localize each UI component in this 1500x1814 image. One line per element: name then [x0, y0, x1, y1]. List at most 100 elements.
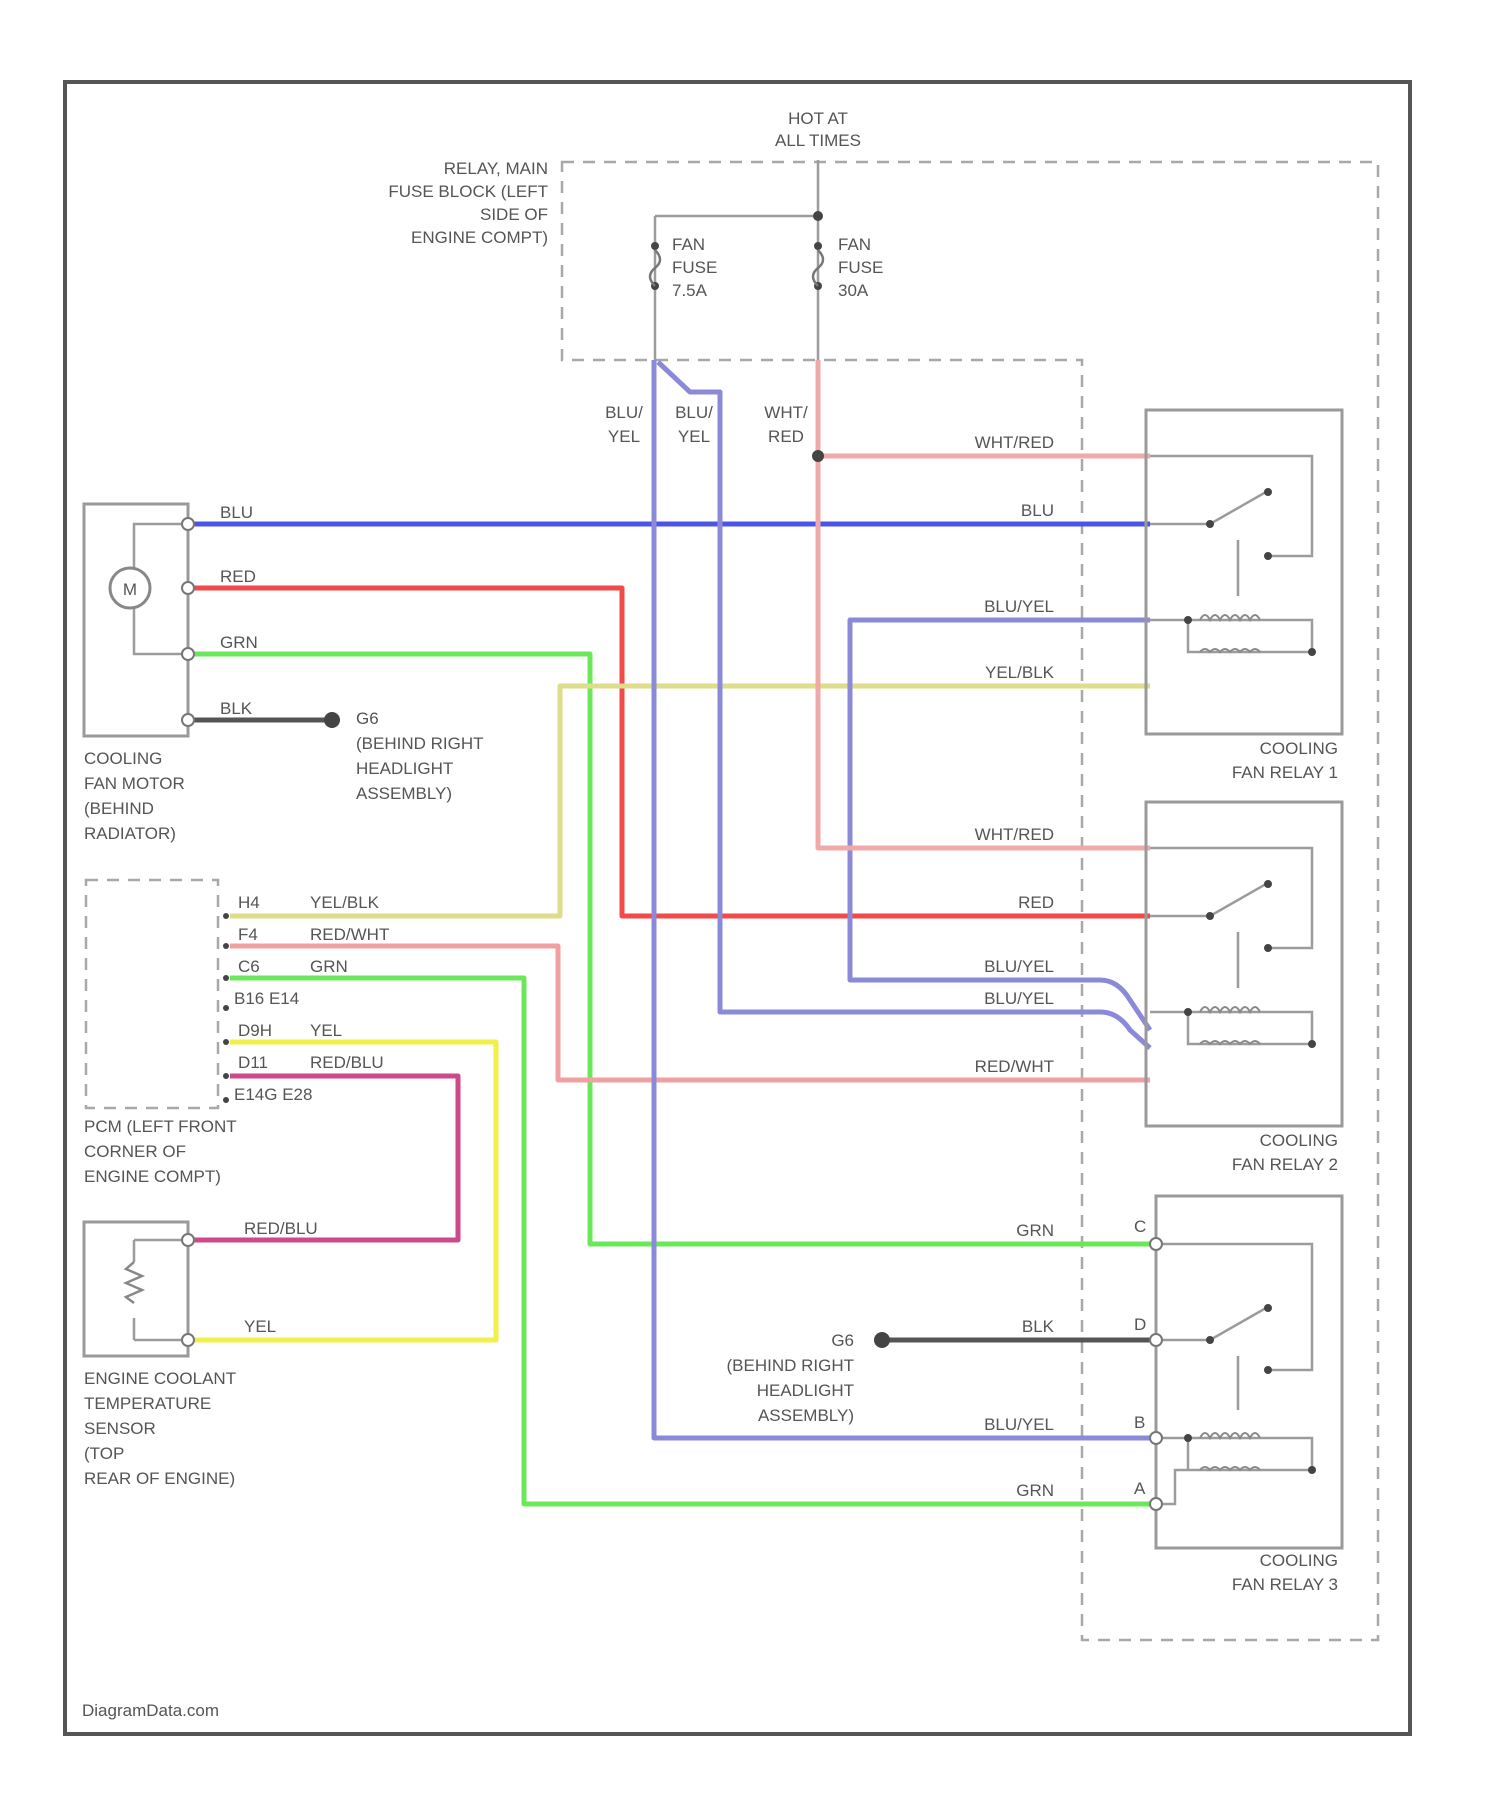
pcm-pin-b16: B16 E14 [234, 989, 299, 1008]
relay-3-ground-dot [874, 1332, 890, 1348]
cooling-fan-relay-1 [1146, 410, 1342, 734]
relay-3-pin-d-label: D [1134, 1315, 1146, 1334]
wire-label-sensor-yel: YEL [244, 1317, 276, 1336]
relay-1-coil-node [1184, 616, 1192, 624]
motor-ground-dot [324, 712, 340, 728]
relay-3-pin-c [1150, 1238, 1162, 1250]
wire-label-r1-blu: BLU [1021, 501, 1054, 520]
pcm-pin-dot [223, 913, 229, 919]
relay-1-coil-node [1308, 648, 1316, 656]
motor-pin-blu [182, 518, 194, 530]
sensor-pin-yel [182, 1334, 194, 1346]
relay-2-contact [1264, 880, 1272, 888]
pcm-wire-c6: GRN [310, 957, 348, 976]
wire-grn-motor [188, 654, 1150, 1244]
relay-1-contact [1264, 552, 1272, 560]
motor-housing [84, 504, 188, 736]
fuse-left-top-dot [651, 242, 659, 250]
wire-label-motor-blu: BLU [220, 503, 253, 522]
wire-label-r3-grn-c: GRN [1016, 1221, 1054, 1240]
wire-label-r1-whtred: WHT/RED [975, 433, 1054, 452]
relay-3-contact [1264, 1366, 1272, 1374]
pcm-pin-h4: H4 [238, 893, 260, 912]
pcm-wire-d11: RED/BLU [310, 1053, 384, 1072]
wire-label-r3-bluyel: BLU/YEL [984, 1415, 1054, 1434]
relay-2-internal [1150, 848, 1312, 1044]
relay-3-resistor [1200, 1467, 1260, 1470]
relay-1-contact [1206, 520, 1214, 528]
relay-3-pin-d [1150, 1334, 1162, 1346]
pcm-pin-d9h: D9H [238, 1021, 272, 1040]
pcm-pin-dot [223, 1073, 229, 1079]
fuse-right-top-dot [814, 242, 822, 250]
wire-label-r2-whtred: WHT/RED [975, 825, 1054, 844]
hot-at-all-times-label: HOT ATALL TIMES [775, 109, 861, 150]
relay-2-coil-node [1184, 1008, 1192, 1016]
pcm-pin-dot [223, 1039, 229, 1045]
motor-ground-label: G6(BEHIND RIGHTHEADLIGHTASSEMBLY) [356, 709, 484, 803]
relay-3-pin-b [1150, 1432, 1162, 1444]
motor-pin-blk [182, 714, 194, 726]
wire-label-r2-bluyel-a: BLU/YEL [984, 957, 1054, 976]
relay-2-contact [1206, 912, 1214, 920]
relay-3-label: COOLINGFAN RELAY 3 [1232, 1551, 1338, 1594]
relay-3-coil-node [1184, 1434, 1192, 1442]
relay-3-coil [1200, 1433, 1260, 1438]
relay-3-pin-b-label: B [1134, 1413, 1145, 1432]
wire-label-motor-grn: GRN [220, 633, 258, 652]
pcm-pin-dot [223, 943, 229, 949]
coolant-temp-sensor [84, 1222, 194, 1356]
relay-3-contact [1264, 1304, 1272, 1312]
sensor-pin-redblu [182, 1234, 194, 1246]
motor-pin-grn [182, 648, 194, 660]
wire-label-r2-bluyel-b: BLU/YEL [984, 989, 1054, 1008]
relay-3-pin-c-label: C [1134, 1217, 1146, 1236]
motor-pin-red [182, 582, 194, 594]
pcm-pins [223, 913, 229, 1103]
riser-label-bluyel-2: BLU/YEL [675, 403, 713, 446]
pcm-pin-c6: C6 [238, 957, 260, 976]
relay-3-housing [1156, 1196, 1342, 1548]
wire-label-r2-redwht: RED/WHT [975, 1057, 1054, 1076]
pcm-pin-e14g: E14G E28 [234, 1085, 312, 1104]
riser-label-bluyel-1: BLU/YEL [605, 403, 643, 446]
wire-label-sensor-redblu: RED/BLU [244, 1219, 318, 1238]
cooling-fan-relay-3 [874, 1196, 1342, 1548]
pcm-pin-d11: D11 [238, 1053, 268, 1072]
relay-3-pin-a-label: A [1134, 1479, 1146, 1498]
cooling-fan-motor: M [84, 504, 340, 736]
cooling-fan-relay-2 [1146, 802, 1342, 1126]
wire-red [188, 588, 1150, 916]
relay-1-resistor [1200, 649, 1260, 652]
diagram-frame [65, 82, 1410, 1734]
wire-label-motor-red: RED [220, 567, 256, 586]
thermistor-symbol [126, 1262, 142, 1303]
motor-label: COOLINGFAN MOTOR(BEHINDRADIATOR) [84, 749, 185, 843]
relay-3-internal [1160, 1244, 1312, 1504]
wire-label-r1-bluyel: BLU/YEL [984, 597, 1054, 616]
splice-dot [813, 211, 823, 221]
wire-label-r3-grn-a: GRN [1016, 1481, 1054, 1500]
relay-3-pin-a [1150, 1498, 1162, 1510]
pcm-pin-dot [223, 1097, 229, 1103]
relay-2-coil [1200, 1007, 1260, 1012]
motor-symbol-letter: M [123, 580, 137, 599]
pcm-pin-f4: F4 [238, 925, 258, 944]
relay-1-contact [1264, 488, 1272, 496]
wire-bluyel-riser-2 [658, 362, 1150, 1048]
pcm-wire-h4: YEL/BLK [310, 893, 380, 912]
footer-watermark: DiagramData.com [82, 1701, 219, 1720]
relay-2-contact [1264, 944, 1272, 952]
relay-2-resistor [1200, 1041, 1260, 1044]
pcm-wire-d9h: YEL [310, 1021, 342, 1040]
pcm-wire-f4: RED/WHT [310, 925, 389, 944]
wire-label-motor-blk: BLK [220, 699, 253, 718]
riser-label-whtred: WHT/RED [764, 403, 808, 446]
